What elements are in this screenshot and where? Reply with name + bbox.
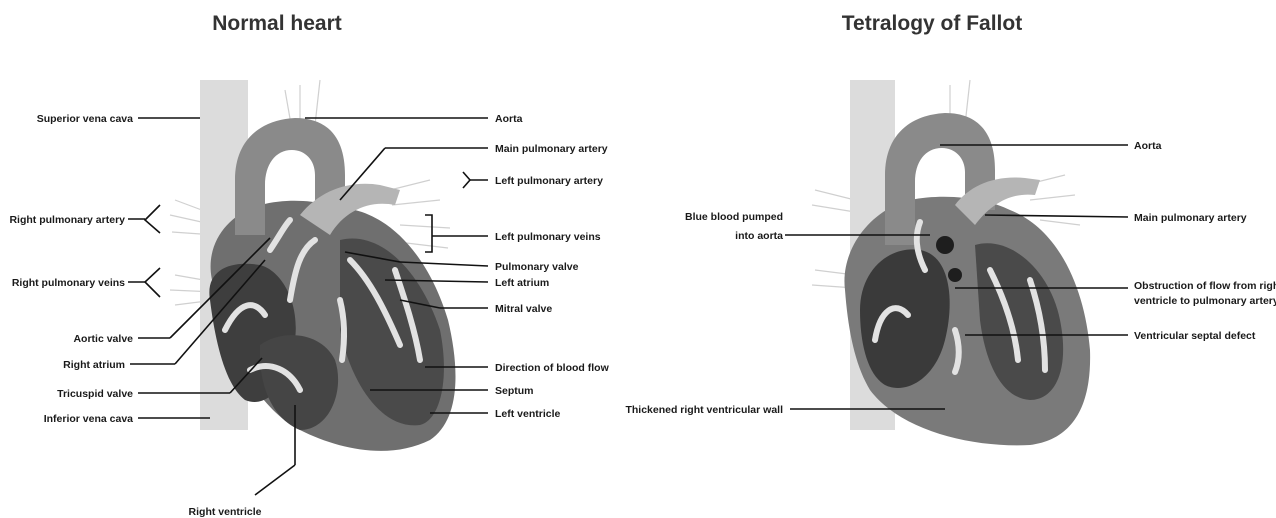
label-right-pulmonary-artery: Right pulmonary artery [9, 214, 125, 226]
tof-heart-illustration [812, 80, 1090, 445]
label-left-pulmonary-veins: Left pulmonary veins [495, 231, 601, 243]
label-mitral-valve: Mitral valve [495, 303, 552, 315]
label-left-atrium: Left atrium [495, 277, 549, 289]
normal-heart-illustration [170, 80, 455, 451]
label-left-ventricle: Left ventricle [495, 408, 561, 420]
label-aortic-valve: Aortic valve [73, 333, 133, 345]
label-blue-blood-line1: Blue blood pumped [685, 211, 783, 223]
label-right-pulmonary-veins: Right pulmonary veins [12, 277, 125, 289]
label-right-ventricle: Right ventricle [189, 506, 262, 518]
label-pulmonary-valve: Pulmonary valve [495, 261, 579, 273]
label-obstruction-line1: Obstruction of flow from right [1134, 280, 1276, 292]
label-inferior-vena-cava: Inferior vena cava [44, 413, 133, 425]
label-aorta: Aorta [495, 113, 523, 125]
label-thickened-rv-wall: Thickened right ventricular wall [625, 404, 783, 416]
label-tricuspid-valve: Tricuspid valve [57, 388, 133, 400]
label-blue-blood-line2: into aorta [735, 230, 783, 242]
label-superior-vena-cava: Superior vena cava [37, 113, 133, 125]
label-septum: Septum [495, 385, 534, 397]
label-direction-of-blood-flow: Direction of blood flow [495, 362, 610, 374]
label-main-pulmonary-artery: Main pulmonary artery [495, 143, 608, 155]
label-tof-aorta: Aorta [1134, 140, 1162, 152]
label-ventricular-septal-defect: Ventricular septal defect [1134, 330, 1256, 342]
label-tof-main-pulmonary-artery: Main pulmonary artery [1134, 212, 1247, 224]
label-obstruction-line2: ventricle to pulmonary artery [1134, 295, 1276, 307]
label-right-atrium: Right atrium [63, 359, 125, 371]
label-left-pulmonary-artery: Left pulmonary artery [495, 175, 603, 187]
